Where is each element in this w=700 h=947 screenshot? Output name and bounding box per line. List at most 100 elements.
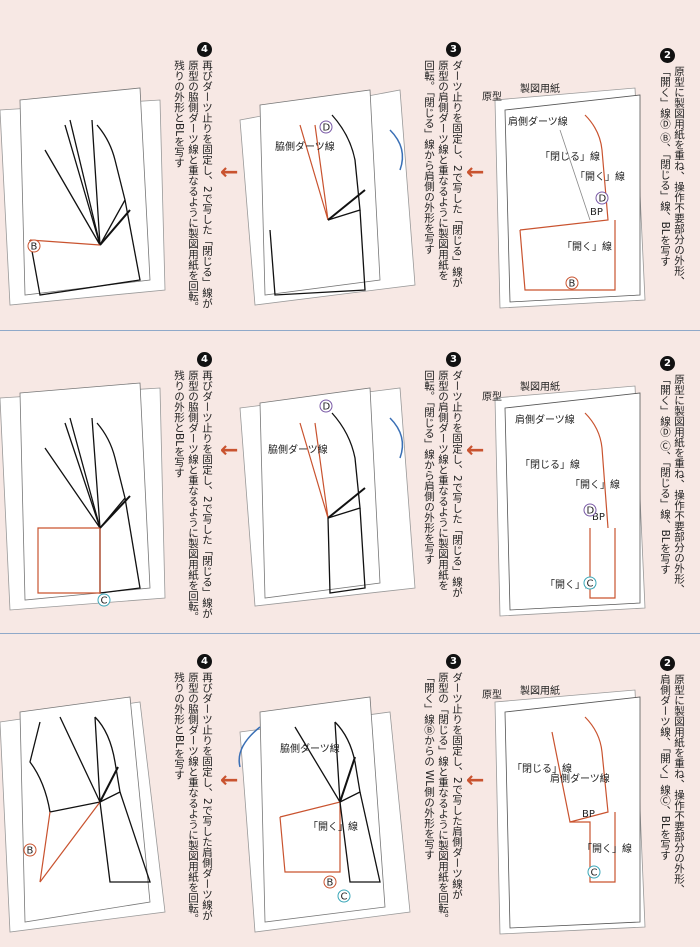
step-3-text-line3: 回転。「閉じる」線から肩側の外形を写す xyxy=(423,60,435,255)
step-3-badge: 3 xyxy=(446,352,461,367)
row-3: 2 原型に製図用紙を重ね、操作不要部分の外形、 肩側ダーツ線、「開く」線Ⓒ、BL… xyxy=(0,640,700,947)
step-2-diagram: 製図用紙 原型 肩側ダーツ線 「閉じる」線 「開く」線 BP C xyxy=(482,684,646,935)
step-3-diagram: 脇側ダーツ線 「開く」線 B C xyxy=(238,696,411,933)
mark-circle-3 xyxy=(319,399,333,413)
step-3-badge: 3 xyxy=(446,42,461,57)
mark-circle-4 xyxy=(337,889,351,903)
step-3-diagram: 脇側ダーツ線 D xyxy=(239,387,416,607)
row-2: 2 原型に製図用紙を重ね、操作不要部分の外形、 「開く」線Ⓓ Ⓒ、「閉じる」線、… xyxy=(0,338,700,630)
mark-label-3: D xyxy=(323,123,331,134)
step-4-diagram: B xyxy=(0,696,166,933)
row-divider-1 xyxy=(0,330,700,331)
label-hiraku-2: 「開く」線 xyxy=(308,820,358,833)
label-tojiru: 「閉じる」線 xyxy=(512,762,572,775)
label-kata-darts: 肩側ダーツ線 xyxy=(550,772,610,785)
label-genkei: 原型 xyxy=(482,390,502,403)
label-waki-darts: 脇側ダーツ線 xyxy=(275,140,335,153)
mark-circle-1 xyxy=(587,865,601,879)
mark-circle-1 xyxy=(595,191,609,205)
mark-label-5: B xyxy=(27,846,34,857)
label-hiraku-2: 「開く」線 xyxy=(545,578,595,591)
step-2-diagram: 製図用紙 原型 肩側ダーツ線 「閉じる」線 「開く」線 「開く」線 BP D C xyxy=(482,380,646,617)
step-2-text-line2: 「開く」線Ⓓ Ⓑ、「閉じる」線、BLを写す xyxy=(659,66,671,267)
step-3-diagram: 脇側ダーツ線 D xyxy=(239,89,416,306)
label-hiraku-1: 「開く」線 xyxy=(570,478,620,491)
mark-circle-5 xyxy=(23,843,37,857)
rotate-arrow-icon xyxy=(389,417,404,459)
step-3-text-line2: 原型の肩側ダーツ線と重なるように製図用紙を xyxy=(437,370,449,591)
mark-circle-3 xyxy=(319,120,333,134)
step-2-text-line1: 原型に製図用紙を重ね、操作不要部分の外形、 xyxy=(673,674,685,895)
row-divider-2 xyxy=(0,633,700,634)
label-waki-darts: 脇側ダーツ線 xyxy=(280,742,340,755)
mark-circle-4 xyxy=(97,593,111,607)
label-seizu: 製図用紙 xyxy=(520,380,560,393)
label-seizu: 製図用紙 xyxy=(520,684,560,697)
row-1: 2 原型に製図用紙を重ね、操作不要部分の外形、 「開く」線Ⓓ Ⓑ、「閉じる」線、… xyxy=(0,0,700,318)
step-4-text-line1: 再びダーツ止りを固定し、2で写した「閉じる」線が xyxy=(201,60,213,309)
label-genkei: 原型 xyxy=(482,90,502,103)
arrow-left-icon: ← xyxy=(466,160,485,185)
label-hiraku-1: 「開く」線 xyxy=(582,842,632,855)
mark-label-1: D xyxy=(587,506,595,517)
step-4-text-line3: 残りの外形とBLを写す xyxy=(173,370,185,478)
step-3-text-line1: ダーツ止りを固定し、2で写した肩側ダーツ線が xyxy=(451,672,463,900)
label-waki-darts: 脇側ダーツ線 xyxy=(268,443,328,456)
step-2-badge: 2 xyxy=(660,356,675,371)
step-4-text-line3: 残りの外形とBLを写す xyxy=(173,60,185,168)
step-2-text-line1: 原型に製図用紙を重ね、操作不要部分の外形、 xyxy=(673,66,685,287)
label-bp: BP xyxy=(582,809,595,820)
step-2-text-line1: 原型に製図用紙を重ね、操作不要部分の外形、 xyxy=(673,374,685,595)
mark-circle-3 xyxy=(323,875,337,889)
label-bp: BP xyxy=(590,207,603,218)
label-genkei: 原型 xyxy=(482,688,502,701)
step-3-text-line3: 回転。「閉じる」線から肩側の外形を写す xyxy=(423,370,435,565)
step-4-diagram: B xyxy=(0,87,166,306)
arrow-left-icon: ← xyxy=(466,438,485,463)
mark-label-4: C xyxy=(341,892,348,903)
label-kata-darts: 肩側ダーツ線 xyxy=(515,413,575,426)
step-3-text-line2: 原型の「閉じる」線と重なるように製図用紙を回転。 xyxy=(437,672,449,924)
step-2-badge: 2 xyxy=(660,48,675,63)
mark-circle-2 xyxy=(565,276,579,290)
mark-label-1: C xyxy=(591,868,598,879)
mark-label-3: D xyxy=(323,402,331,413)
step-4-text-line2: 原型の脇側ダーツ線と重なるように製図用紙を回転。 xyxy=(187,672,199,924)
mark-label-2: B xyxy=(569,279,576,290)
mark-circle-4 xyxy=(27,239,41,253)
step-4-text-line1: 再びダーツ止りを固定し、2で写した「閉じる」線が xyxy=(201,370,213,619)
step-2-text-line2: 「開く」線Ⓓ Ⓒ、「閉じる」線、BLを写す xyxy=(659,374,671,575)
mark-label-1: D xyxy=(599,194,607,205)
mark-label-2: C xyxy=(587,579,594,590)
mark-label-4: B xyxy=(31,242,38,253)
step-4-diagram: C xyxy=(0,382,166,611)
step-2-badge: 2 xyxy=(660,656,675,671)
arrow-left-icon: ← xyxy=(220,160,239,185)
mark-label-4: C xyxy=(101,596,108,607)
step-4-text-line2: 原型の脇側ダーツ線と重なるように製図用紙を回転。 xyxy=(187,60,199,312)
step-3-text-line1: ダーツ止りを固定し、2で写した「閉じる」線が xyxy=(451,370,463,598)
step-3-text-line1: ダーツ止りを固定し、2で写した「閉じる」線が xyxy=(451,60,463,288)
step-4-text-line1: 再びダーツ止りを固定し、2で写した肩側ダーツ線が xyxy=(201,672,213,921)
arrow-left-icon: ← xyxy=(220,768,239,793)
arrow-left-icon: ← xyxy=(220,438,239,463)
arrow-left-icon: ← xyxy=(466,768,485,793)
step-4-text-line2: 原型の脇側ダーツ線と重なるように製図用紙を回転。 xyxy=(187,370,199,622)
label-tojiru: 「閉じる」線 xyxy=(520,458,580,471)
rotate-arrow-icon xyxy=(389,129,404,171)
step-4-badge: 4 xyxy=(197,654,212,669)
rotate-arrow-icon xyxy=(238,726,261,768)
mark-circle-1 xyxy=(583,503,597,517)
step-4-badge: 4 xyxy=(197,352,212,367)
label-bp: BP xyxy=(592,512,605,523)
step-4-text-line3: 残りの外形とBLを写す xyxy=(173,672,185,780)
label-tojiru: 「閉じる」線 xyxy=(540,150,600,163)
label-hiraku-1: 「開く」線 xyxy=(575,170,625,183)
label-hiraku-2: 「開く」線 xyxy=(562,240,612,253)
mark-label-3: B xyxy=(327,878,334,889)
label-seizu: 製図用紙 xyxy=(520,82,560,95)
step-4-badge: 4 xyxy=(197,42,212,57)
step-3-text-line2: 原型の肩側ダーツ線と重なるように製図用紙を xyxy=(437,60,449,281)
step-2-text-line2: 肩側ダーツ線、「開く」線Ⓒ、BLを写す xyxy=(659,674,671,861)
label-kata-darts: 肩側ダーツ線 xyxy=(508,115,568,128)
